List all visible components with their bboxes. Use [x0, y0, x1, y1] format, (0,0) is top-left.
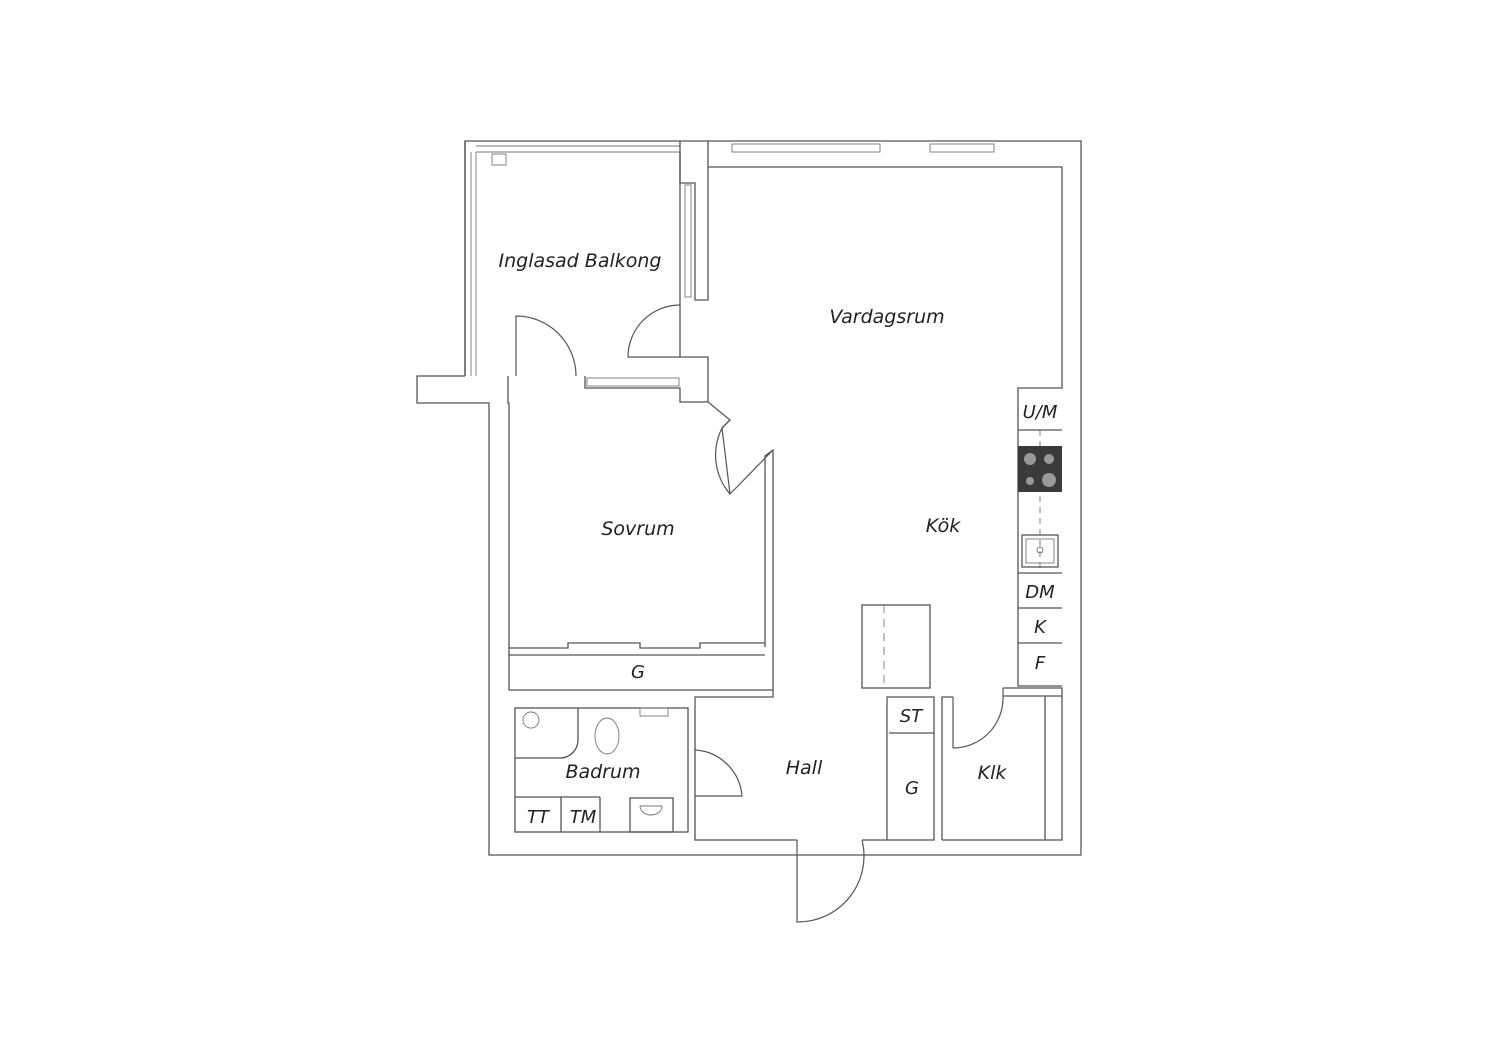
fixture-tm: TM: [570, 807, 597, 828]
fixture-dm: DM: [1025, 582, 1055, 603]
fixture-f: F: [1035, 653, 1046, 674]
fixture-st: ST: [900, 706, 924, 727]
fixture-k: K: [1034, 617, 1047, 638]
stove-icon: [1018, 446, 1062, 492]
shower-icon: [515, 708, 579, 759]
lower-walls: [514, 604, 1063, 841]
fixture-bed-wardrobe: G: [631, 662, 645, 683]
outer-walls: [416, 140, 1082, 856]
room-label-balcony: Inglasad Balkong: [499, 250, 662, 272]
living-walls: [507, 152, 1063, 691]
kitchen-counter: [1018, 429, 1062, 644]
room-label-kitchen: Kök: [926, 515, 961, 537]
room-label-hall: Hall: [786, 757, 823, 779]
room-label-bedroom: Sovrum: [601, 518, 674, 540]
room-label-living: Vardagsrum: [829, 306, 944, 328]
toilet-icon: [594, 717, 620, 755]
fixture-hall-wardrobe: G: [905, 778, 919, 799]
room-label-closet: Klk: [978, 762, 1008, 784]
kitchen-sink-icon: [1021, 534, 1059, 568]
fixture-tt: TT: [527, 807, 551, 828]
room-label-bath: Badrum: [565, 761, 640, 783]
doors: [515, 304, 1004, 923]
fixture-um: U/M: [1023, 402, 1058, 423]
sink-icon: [639, 805, 663, 816]
